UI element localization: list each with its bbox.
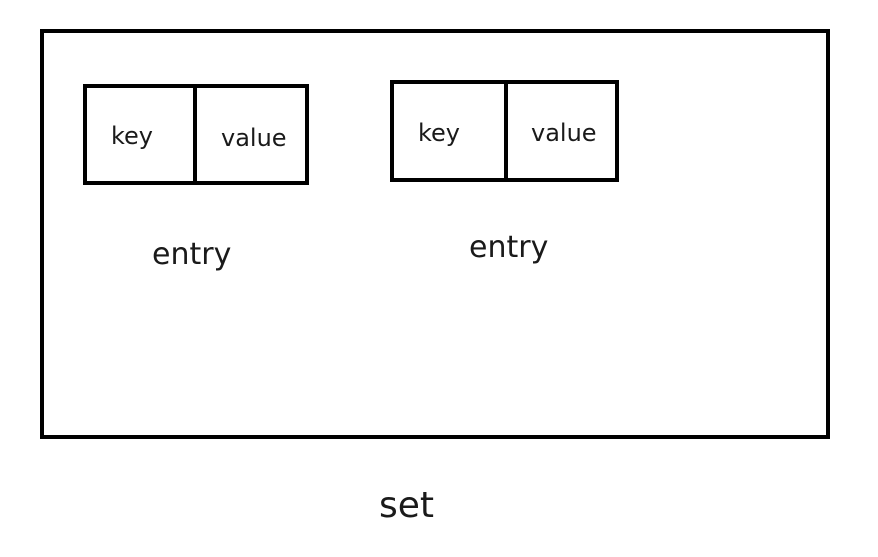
set-container bbox=[40, 29, 830, 439]
key-label: key bbox=[418, 119, 461, 147]
key-cell: key bbox=[87, 88, 197, 181]
key-label: key bbox=[111, 122, 154, 150]
value-cell: value bbox=[197, 88, 305, 181]
set-label: set bbox=[379, 485, 435, 526]
value-label: value bbox=[531, 119, 597, 147]
value-cell: value bbox=[508, 84, 615, 178]
entry-box-1: key value bbox=[83, 84, 309, 185]
entry-label-2: entry bbox=[469, 230, 549, 265]
entry-box-2: key value bbox=[390, 80, 619, 182]
entry-label-1: entry bbox=[152, 237, 232, 272]
value-label: value bbox=[221, 124, 287, 152]
key-cell: key bbox=[394, 84, 508, 178]
